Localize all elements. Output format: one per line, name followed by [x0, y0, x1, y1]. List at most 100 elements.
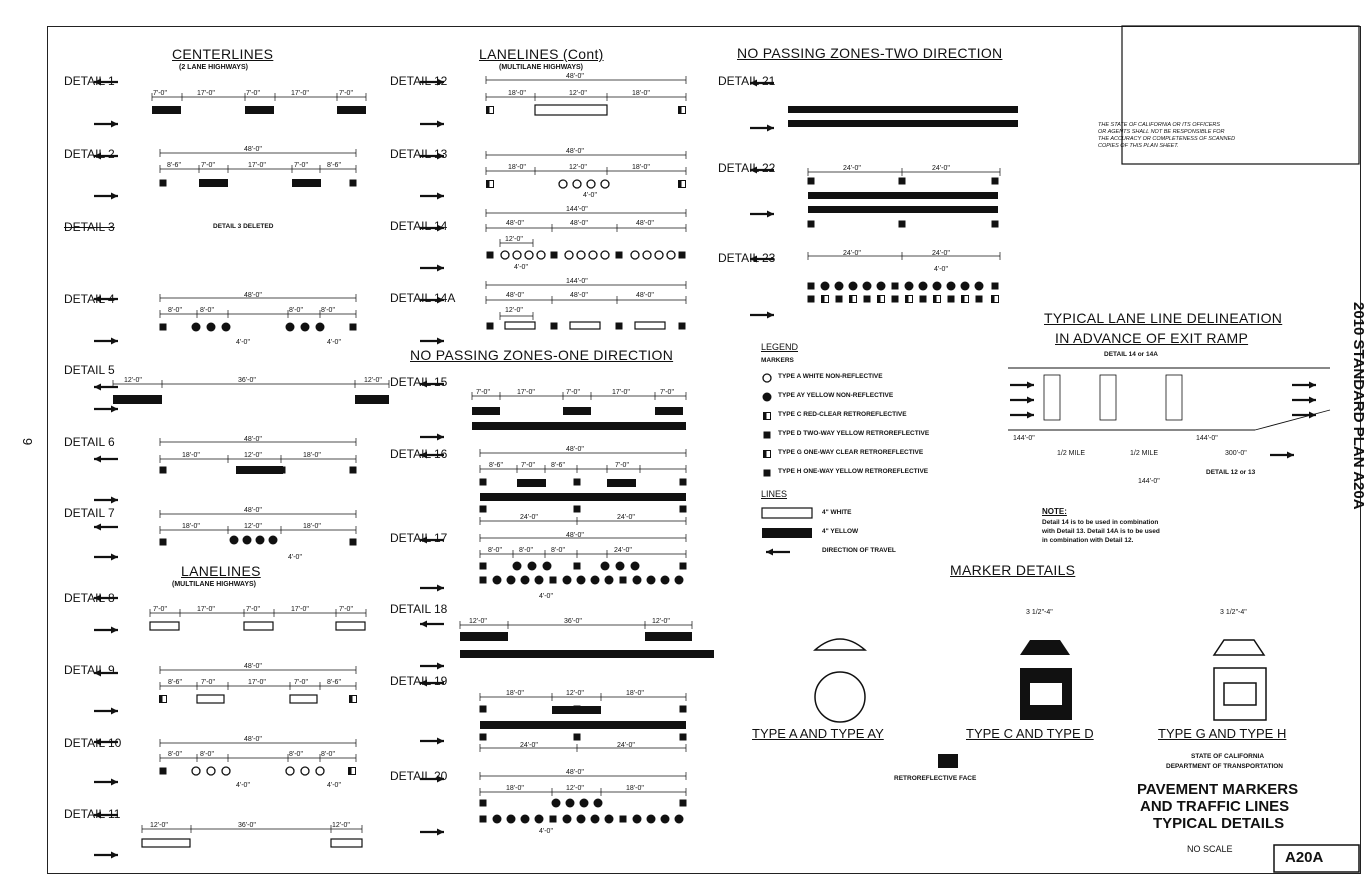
- dim-d15-b: 17'-0": [517, 389, 535, 396]
- marker-type-g-face: [348, 767, 352, 775]
- title-block-top: [1121, 25, 1360, 165]
- yellow-line-segment: [472, 407, 500, 415]
- type-g-caption: TYPE G AND TYPE H: [1158, 726, 1287, 741]
- dim-d17-b: 8'-0": [519, 547, 533, 554]
- direction-arrow-head: [437, 78, 444, 86]
- dim-d14-f: 4'-0": [514, 264, 528, 271]
- marker-type-a: [586, 179, 596, 189]
- direction-arrow-head: [94, 811, 101, 819]
- direction-arrow-head: [111, 120, 118, 128]
- dim-d18-b: 36'-0": [564, 618, 582, 625]
- marker-type-a: [221, 766, 231, 776]
- dim-d20-a: 18'-0": [506, 785, 524, 792]
- title-line-1: PAVEMENT MARKERS: [1137, 781, 1299, 798]
- marker-type-d: [619, 815, 627, 823]
- yellow-line-segment: [113, 395, 162, 404]
- marker-type-g-face: [821, 295, 825, 303]
- marker-type-ay: [221, 322, 231, 332]
- retro-face-swatch: [938, 754, 958, 768]
- disclaimer-1: THE STATE OF CALIFORNIA OR ITS OFFICERS: [1098, 122, 1221, 128]
- traffic-arrow-head: [1027, 396, 1034, 404]
- dim-d7-total: 48'-0": [244, 507, 262, 514]
- direction-arrow-head: [437, 737, 444, 745]
- dim-d1-b: 17'-0": [197, 90, 215, 97]
- dim-d10-f: 4'-0": [236, 782, 250, 789]
- dim-d5-a: 12'-0": [124, 377, 142, 384]
- marker-type-ay: [946, 281, 956, 291]
- traffic-arrow-head: [1309, 396, 1316, 404]
- marker-type-a: [642, 250, 652, 260]
- direction-arrow-head: [111, 851, 118, 859]
- direction-arrow-head: [750, 166, 757, 174]
- marker-type-d: [891, 295, 899, 303]
- dim-d12-a: 18'-0": [508, 90, 526, 97]
- marker-type-d: [159, 538, 167, 546]
- yellow-line-segment: [645, 632, 692, 641]
- yellow-line-segment: [607, 479, 636, 487]
- direction-arrow-head: [94, 738, 101, 746]
- marker-type-ay: [268, 535, 278, 545]
- marker-type-d: [159, 767, 167, 775]
- marker-type-ay: [960, 281, 970, 291]
- dim-d16-b: 7'-0": [521, 462, 535, 469]
- header-centerlines-sub: (2 LANE HIGHWAYS): [179, 64, 248, 71]
- marker-type-d: [679, 562, 687, 570]
- dim-d12-b: 12'-0": [569, 90, 587, 97]
- legend-line-yellow: 4" YELLOW: [822, 528, 859, 535]
- typical-half-mile-b: 1/2 MILE: [1130, 450, 1159, 457]
- marker-type-d: [573, 733, 581, 741]
- detail-3-deleted-note: DETAIL 3 DELETED: [213, 223, 274, 230]
- direction-arrow-head: [767, 311, 774, 319]
- header-lanelines-sub: (MULTILANE HIGHWAYS): [172, 581, 256, 588]
- dim-d13-a: 18'-0": [508, 164, 526, 171]
- legend-direction: DIRECTION OF TRAVEL: [822, 547, 896, 554]
- detail-7-label: DETAIL 7: [64, 506, 115, 520]
- dim-d4-g: 4'-0": [327, 339, 341, 346]
- marker-type-a: [500, 250, 510, 260]
- marker-type-g-face: [991, 295, 995, 303]
- direction-arrow-head: [767, 210, 774, 218]
- dim-d8-a: 7'-0": [153, 606, 167, 613]
- marker-type-ay: [565, 798, 575, 808]
- direction-arrow-head: [750, 255, 757, 263]
- dim-d8-c: 7'-0": [246, 606, 260, 613]
- yellow-line-segment: [788, 120, 1018, 127]
- marker-type-ay: [600, 561, 610, 571]
- white-line-segment: [534, 104, 608, 116]
- marker-type-g-face: [349, 695, 353, 703]
- type-c-face: [1030, 683, 1062, 705]
- page-number: 9: [20, 438, 35, 446]
- marker-type-d: [678, 251, 686, 259]
- marker-type-ay: [632, 814, 642, 824]
- detail-3-label: DETAIL 3: [64, 220, 115, 234]
- yellow-line-segment: [655, 407, 683, 415]
- marker-type-ay: [551, 798, 561, 808]
- marker-type-ay: [646, 575, 656, 585]
- dim-d6-c: 18'-0": [303, 452, 321, 459]
- dim-d6-b: 12'-0": [244, 452, 262, 459]
- sheet-border: [47, 26, 1361, 874]
- marker-type-d: [679, 478, 687, 486]
- dim-d5-c: 12'-0": [364, 377, 382, 384]
- marker-type-a: [666, 250, 676, 260]
- dim-d10-a: 8'-0": [168, 751, 182, 758]
- dim-d14-c: 48'-0": [636, 220, 654, 227]
- marker-type-d: [486, 322, 494, 330]
- dim-d1-a: 7'-0": [153, 90, 167, 97]
- direction-arrow-head: [94, 152, 101, 160]
- marker-type-ay: [527, 561, 537, 571]
- dim-d23-b: 24'-0": [932, 250, 950, 257]
- delineation-zone: [1099, 374, 1117, 421]
- direction-arrow-head: [437, 775, 444, 783]
- type-g-dim-width: 3 1/2"-4": [1220, 609, 1247, 616]
- legend-marker-g: TYPE G ONE-WAY CLEAR RETROREFLECTIVE: [778, 449, 924, 456]
- marker-type-a: [558, 179, 568, 189]
- direction-arrow-head: [437, 152, 444, 160]
- legend-marker-c: TYPE C RED-CLEAR RETROREFLECTIVE: [778, 411, 907, 418]
- marker-type-d: [573, 562, 581, 570]
- direction-arrow-head: [94, 295, 101, 303]
- marker-type-d: [479, 576, 487, 584]
- detail-19-label: DETAIL 19: [390, 674, 448, 688]
- marker-type-d: [807, 282, 815, 290]
- direction-arrow-head: [94, 78, 101, 86]
